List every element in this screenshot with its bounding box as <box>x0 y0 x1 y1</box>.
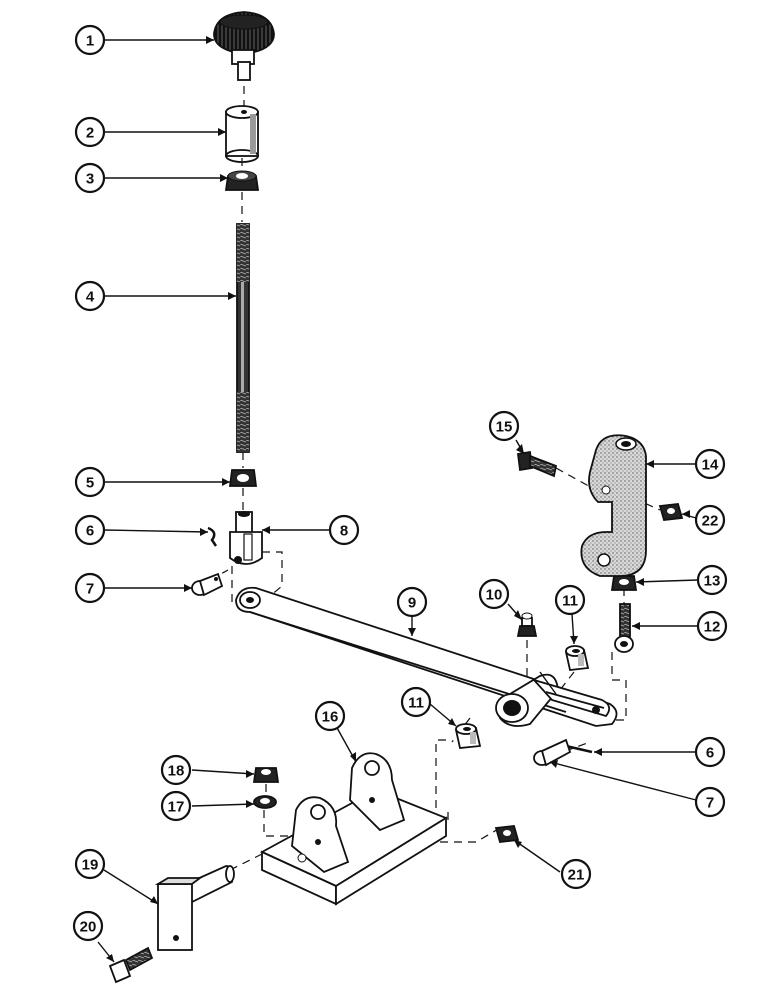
threaded-rod-part <box>236 223 250 453</box>
callout-1: 1 <box>74 24 106 56</box>
callout-4: 4 <box>74 280 106 312</box>
callout-15: 15 <box>488 410 520 442</box>
callout-7-lower: 7 <box>694 786 726 818</box>
leader-lines <box>97 36 699 963</box>
callout-6-lower-label: 6 <box>706 745 714 762</box>
callout-5: 5 <box>74 466 106 498</box>
callout-15-label: 15 <box>496 419 513 436</box>
base-bracket-part <box>259 752 448 906</box>
callout-3: 3 <box>74 162 106 194</box>
callout-8-label: 8 <box>340 523 348 540</box>
callout-17: 17 <box>160 790 192 822</box>
callout-11-lower: 11 <box>400 686 432 718</box>
cap-screw-20-part <box>108 946 154 984</box>
callout-6-upper-label: 6 <box>86 523 94 540</box>
nut-13-part <box>610 575 638 591</box>
callout-20-label: 20 <box>80 919 97 936</box>
nut-21-part <box>494 825 520 843</box>
bushing-upper-part <box>564 645 590 671</box>
callout-14-label: 14 <box>702 457 719 474</box>
callout-10: 10 <box>478 578 510 610</box>
callout-22: 22 <box>694 504 726 536</box>
callout-7-upper-label: 7 <box>86 581 94 598</box>
callout-2: 2 <box>74 116 106 148</box>
bushing-lower-part <box>454 723 482 749</box>
callout-12: 12 <box>696 610 728 642</box>
callout-11-lower-label: 11 <box>408 695 424 712</box>
spacer-sleeve-part <box>225 105 259 163</box>
callout-8: 8 <box>328 514 360 546</box>
callout-2-label: 2 <box>86 125 94 142</box>
callout-14: 14 <box>694 448 726 480</box>
pivot-shaft-plate-part <box>154 865 235 951</box>
callout-6-upper: 6 <box>74 514 106 546</box>
cotter-pin-lower-part <box>565 744 593 754</box>
callout-20: 20 <box>72 910 104 942</box>
callout-9: 9 <box>396 586 428 618</box>
callout-7-lower-label: 7 <box>706 795 714 812</box>
callout-11-upper: 11 <box>554 584 586 616</box>
clevis-pin-upper-part <box>191 572 224 597</box>
callout-10-label: 10 <box>486 587 503 604</box>
nut-part <box>228 469 258 487</box>
callout-3-label: 3 <box>86 171 94 188</box>
callout-4-label: 4 <box>86 289 95 306</box>
callout-1-label: 1 <box>86 33 94 50</box>
callout-19-label: 19 <box>82 857 99 874</box>
clevis-part <box>229 511 263 565</box>
knob-part <box>213 11 275 81</box>
mounting-bracket-part <box>580 434 647 577</box>
callout-13: 13 <box>696 564 728 596</box>
callout-22-label: 22 <box>702 513 719 530</box>
callout-18: 18 <box>160 754 192 786</box>
clevis-pin-lower-part <box>533 738 572 767</box>
callout-13-label: 13 <box>704 573 721 590</box>
callout-17-label: 17 <box>168 799 185 816</box>
callout-11-upper-label: 11 <box>562 593 578 610</box>
callout-16-label: 16 <box>322 709 339 726</box>
callout-19: 19 <box>74 848 106 880</box>
callout-6-lower: 6 <box>694 736 726 768</box>
cap-screw-15-part <box>516 450 558 478</box>
callout-9-label: 9 <box>408 595 416 612</box>
grease-fitting-part <box>516 612 538 637</box>
callout-7-upper: 7 <box>74 572 106 604</box>
callout-5-label: 5 <box>86 475 94 492</box>
callout-21-label: 21 <box>568 867 585 884</box>
jam-nut-part <box>224 170 260 191</box>
nut-18-part <box>252 767 280 783</box>
eye-bolt-part <box>614 603 634 653</box>
callout-21: 21 <box>560 858 592 890</box>
callout-16: 16 <box>314 700 346 732</box>
washer-part <box>253 795 277 809</box>
callout-12-label: 12 <box>704 619 721 636</box>
cotter-pin-upper-part <box>207 526 218 547</box>
lever-arm-part <box>235 586 618 727</box>
nut-22-part <box>658 503 684 521</box>
callout-18-label: 18 <box>168 763 185 780</box>
